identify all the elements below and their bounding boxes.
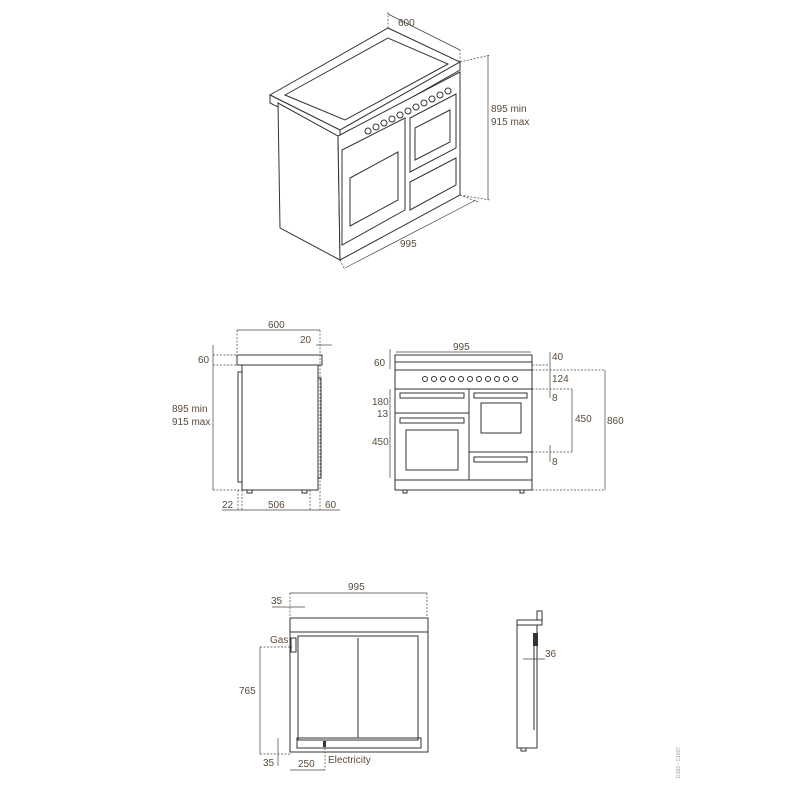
front-gap-bottom-label: 8 (552, 457, 558, 468)
rear-electricity-label: Electricity (328, 755, 371, 766)
iso-width-label: 600 (398, 18, 415, 29)
side-rear-label: 22 (222, 500, 234, 511)
front-right-oven-label: 450 (575, 414, 592, 425)
side-base-label: 506 (268, 500, 285, 511)
electricity-connection (323, 741, 326, 747)
gas-connection (290, 637, 297, 653)
rear-gas-height-label: 765 (239, 686, 256, 697)
iso-height-min-label: 895 min (491, 104, 527, 115)
rear-offset-label: 35 (271, 596, 283, 607)
rear-elec-offset-label: 250 (298, 759, 315, 770)
small-side-depth-label: 36 (545, 649, 557, 660)
side-height-min-label: 895 min (172, 404, 208, 415)
control-knobs (364, 87, 452, 135)
rear-elec-height-label: 35 (263, 758, 275, 769)
small-side-view: 36 (516, 610, 557, 752)
front-top-label: 60 (374, 358, 386, 369)
drawing-code: D183 - C1007 (676, 747, 682, 778)
side-overhang-label: 20 (300, 335, 312, 346)
side-height-max-label: 915 max (172, 417, 210, 428)
iso-height-max-label: 915 max (491, 117, 529, 128)
front-width-label: 995 (453, 342, 470, 353)
front-gap-top-label: 8 (552, 393, 558, 404)
front-view: 995 60 40 124 8 180 13 450 450 8 860 (372, 342, 624, 494)
front-oven-lower-label: 450 (372, 437, 389, 448)
front-oven-upper-label: 180 (372, 397, 389, 408)
front-sep-label: 13 (377, 409, 389, 420)
rear-view: 35 995 Gas 765 35 250 Electricity (239, 582, 429, 771)
side-depth-label: 600 (268, 320, 285, 331)
isometric-view: 600 895 min 915 max 995 (268, 12, 529, 271)
front-panel-label: 124 (552, 374, 569, 385)
front-total-label: 860 (607, 416, 624, 427)
front-upper-label: 40 (552, 352, 564, 363)
side-top-label: 60 (198, 355, 210, 366)
front-knobs (422, 376, 518, 382)
rear-width-label: 995 (348, 582, 365, 593)
side-front-label: 60 (325, 500, 337, 511)
rear-gas-label: Gas (270, 635, 288, 646)
iso-length-label: 995 (400, 239, 417, 250)
side-view: 600 20 60 895 min 915 max 22 506 60 (172, 320, 340, 511)
